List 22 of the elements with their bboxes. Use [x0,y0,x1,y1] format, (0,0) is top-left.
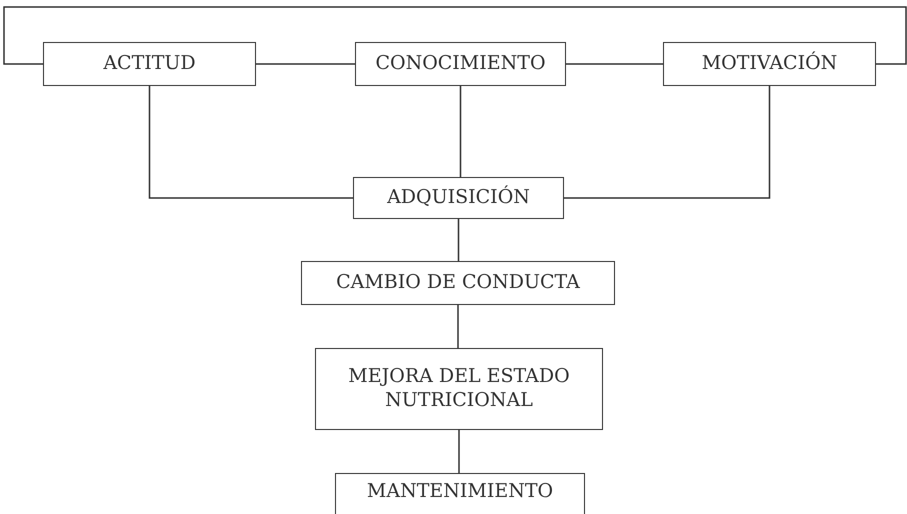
box-label: CAMBIO DE CONDUCTA [336,271,580,295]
connector-line [458,430,460,473]
box-label: CONOCIMIENTO [375,52,546,76]
process-box [353,177,564,219]
connector-line [564,86,770,199]
box-label: MEJORA DEL ESTADO NUTRICIONAL [347,365,571,413]
box-label: MOTIVACIÓN [702,52,838,76]
process-box [663,42,876,86]
connector-line [3,6,907,65]
connector-line [457,305,459,348]
box-label: ACTITUD [103,52,196,76]
process-box [315,348,603,430]
box-label: ADQUISICIÓN [387,186,530,210]
process-box [43,42,256,86]
connector-line [566,63,663,65]
box-label: MANTENIMIENTO [366,480,554,504]
process-box [301,261,615,305]
connector-line [458,219,460,261]
connector-line [256,63,355,65]
process-box [355,42,566,86]
connector-line [460,86,462,177]
connector-line [148,86,353,199]
